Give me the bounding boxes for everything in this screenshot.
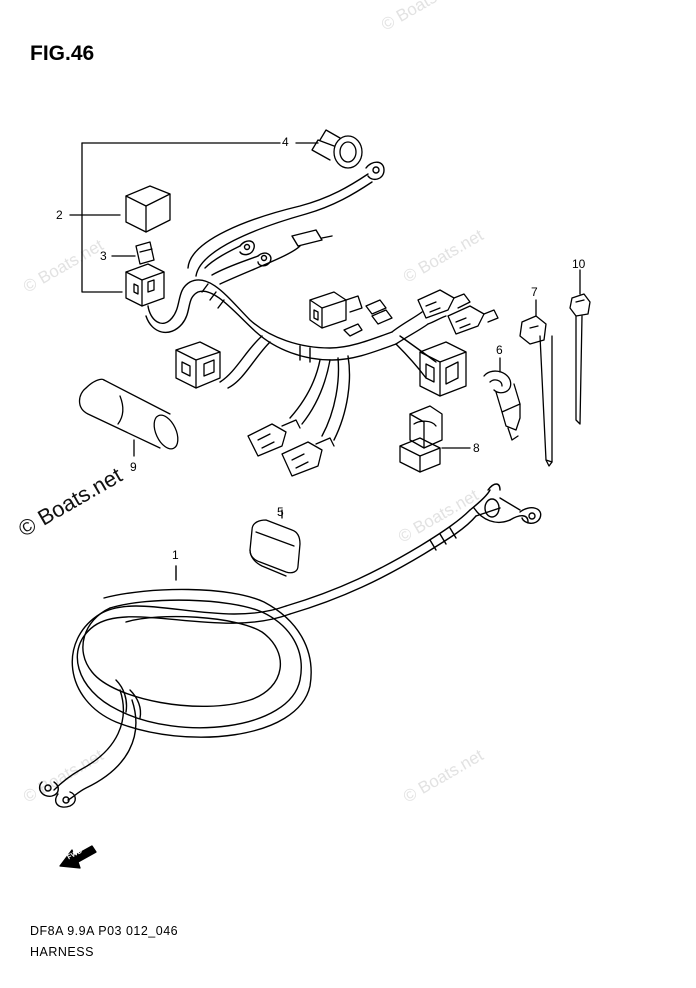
- connector-right-pair: [417, 289, 499, 335]
- callout-4: 4: [282, 135, 289, 149]
- connector-middle: [309, 291, 363, 329]
- figure-code: DF8A 9.9A P03 012_046: [30, 924, 179, 938]
- callout-10: 10: [572, 257, 586, 271]
- fuse-part-3: [135, 241, 155, 265]
- connector-lower-pair: [247, 419, 335, 477]
- bracket-leaders: [69, 142, 319, 293]
- callout-7: 7: [531, 285, 538, 299]
- long-harness-part-1: [38, 483, 542, 808]
- clip-part-6: [483, 357, 521, 441]
- fwd-arrow-icon: [59, 845, 97, 869]
- callout-1: 1: [172, 548, 179, 562]
- pin-connectors: [343, 299, 393, 337]
- callout-9: 9: [130, 460, 137, 474]
- callout-8: 8: [473, 441, 480, 455]
- relay-socket: [125, 263, 165, 307]
- cable-tie-part-10: [569, 269, 591, 425]
- callout-5: 5: [277, 505, 284, 519]
- relay-part-2: [125, 185, 171, 233]
- grommet-part-5: [249, 509, 301, 577]
- connector-right-big: [419, 341, 467, 397]
- callout-2: 2: [56, 208, 63, 222]
- figure-title: FIG.46: [30, 42, 95, 65]
- callout-6: 6: [496, 343, 503, 357]
- sleeve-part-9: [78, 378, 179, 457]
- connector-left: [175, 341, 221, 389]
- figure-name: HARNESS: [30, 945, 94, 959]
- upper-harness: [145, 161, 437, 441]
- callout-3: 3: [100, 249, 107, 263]
- grommet-part-4: [311, 129, 363, 169]
- cable-tie-part-7: [519, 299, 553, 467]
- clamp-part-8: [399, 405, 471, 473]
